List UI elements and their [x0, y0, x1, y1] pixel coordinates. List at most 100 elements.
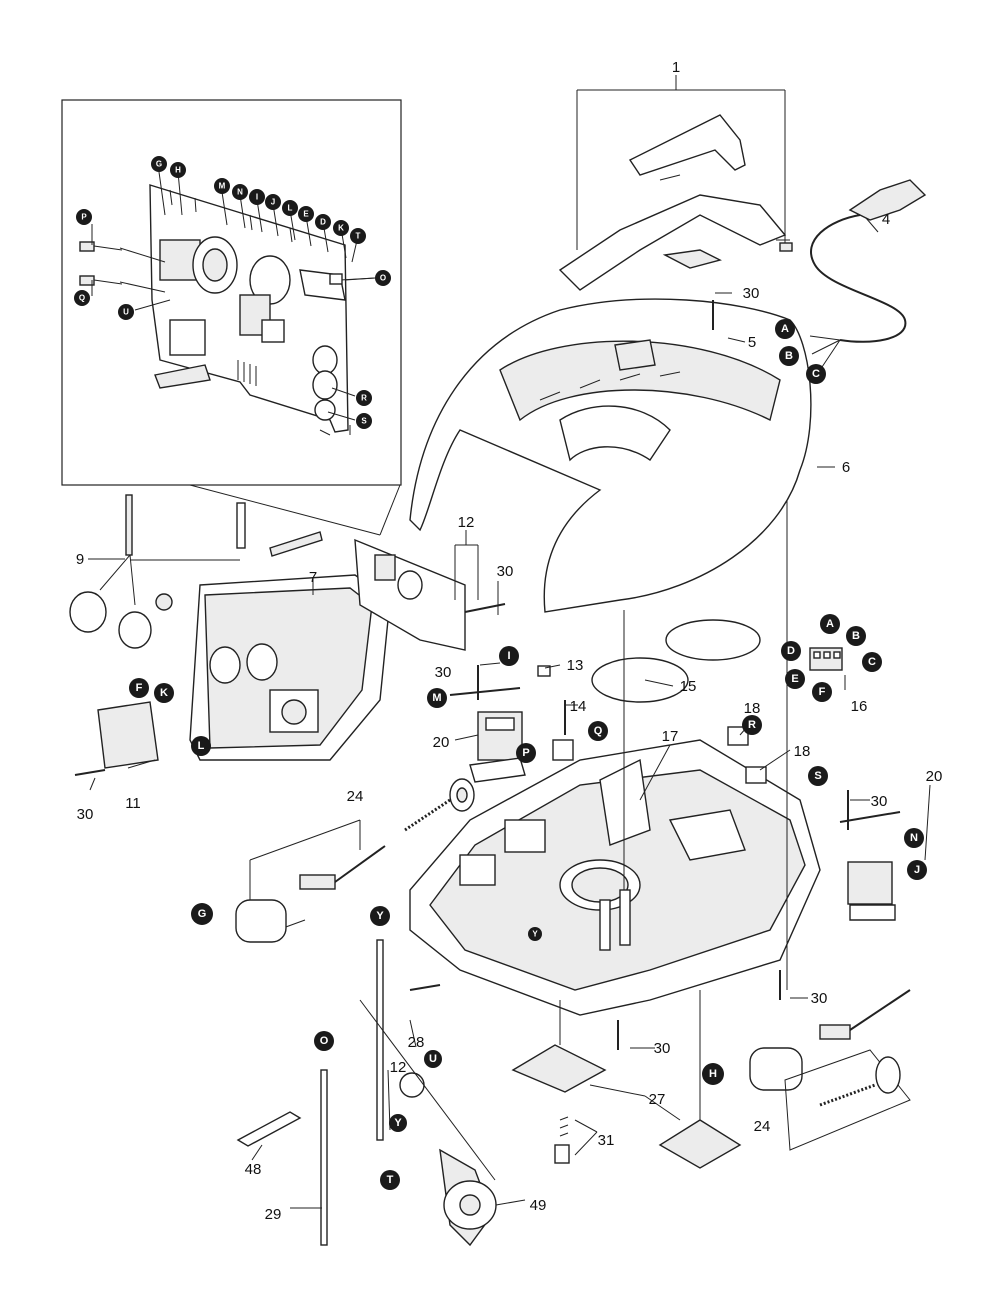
badge-18-S: S: [808, 766, 828, 786]
part-label-5: 5: [748, 334, 756, 351]
part-label-17: 17: [662, 728, 679, 745]
badge-inset-P: P: [76, 209, 92, 225]
part-label-15: 15: [680, 678, 697, 695]
badge-cord-B: B: [779, 346, 799, 366]
badge-cord-A: A: [775, 319, 795, 339]
part-label-18a: 18: [744, 700, 761, 717]
part-label-30b: 30: [497, 563, 514, 580]
svg-text:Y: Y: [532, 930, 538, 939]
badge-inset-Q: Q: [74, 290, 90, 306]
part-label-30g: 30: [654, 1040, 671, 1057]
part-label-14: 14: [570, 698, 587, 715]
badge-inset-T: T: [350, 228, 366, 244]
badge-inset-N: N: [232, 184, 248, 200]
badge-valve-G: G: [191, 903, 213, 925]
solenoid-valves: [235, 778, 911, 1151]
svg-text:K: K: [338, 224, 344, 233]
badge-therm-Y: Y: [389, 1114, 407, 1132]
svg-text:T: T: [387, 1174, 394, 1186]
part-label-31: 31: [598, 1132, 615, 1149]
svg-text:R: R: [748, 719, 756, 731]
svg-text:A: A: [781, 323, 789, 335]
part-label-30f: 30: [811, 990, 828, 1007]
top-cover: [409, 298, 812, 613]
svg-text:Q: Q: [594, 725, 603, 737]
svg-text:U: U: [123, 308, 129, 317]
part-label-12a: 12: [458, 514, 475, 531]
badge-term-E: E: [785, 669, 805, 689]
part-label-13: 13: [567, 657, 584, 674]
svg-text:R: R: [361, 394, 367, 403]
part-label-30e: 30: [871, 793, 888, 810]
svg-text:D: D: [787, 645, 795, 657]
svg-text:N: N: [910, 832, 918, 844]
svg-text:K: K: [160, 687, 168, 699]
badge-inset-L: L: [282, 200, 298, 216]
part-label-7: 7: [309, 569, 317, 586]
svg-text:E: E: [303, 210, 309, 219]
part-label-18b: 18: [794, 743, 811, 760]
badge-inset-E: E: [298, 206, 314, 222]
svg-text:Q: Q: [79, 294, 85, 303]
part-label-27: 27: [649, 1091, 666, 1108]
svg-text:L: L: [288, 204, 293, 213]
part-label-1: 1: [672, 59, 680, 76]
svg-text:G: G: [198, 908, 207, 920]
badge-coil-J: J: [907, 860, 927, 880]
svg-text:U: U: [429, 1053, 437, 1065]
svg-text:F: F: [819, 686, 826, 698]
terminal-block: [809, 647, 843, 671]
svg-text:L: L: [198, 740, 205, 752]
svg-text:S: S: [361, 417, 367, 426]
badge-inset-D: D: [315, 214, 331, 230]
badge-panel-K: K: [154, 683, 174, 703]
badge-inset-H: H: [170, 162, 186, 178]
pcb-detail-inset: [61, 99, 402, 536]
badge-panel-F: F: [129, 678, 149, 698]
part-label-48: 48: [245, 1161, 262, 1178]
svg-text:M: M: [219, 182, 226, 191]
part-number-labels: 1 4 5 6 7 9 11 12 12 13 14 15 16 17 18 1…: [76, 59, 943, 1223]
svg-text:J: J: [271, 198, 275, 207]
part-label-20b: 20: [926, 768, 943, 785]
badge-rod-O: O: [314, 1031, 334, 1051]
svg-text:H: H: [709, 1068, 717, 1080]
part-label-24a: 24: [347, 788, 364, 805]
part-label-6: 6: [842, 459, 850, 476]
bottom-parts: [236, 300, 849, 1247]
svg-text:C: C: [812, 368, 820, 380]
power-cord: [809, 179, 927, 371]
badge-coil-N: N: [904, 828, 924, 848]
svg-text:C: C: [868, 656, 876, 668]
svg-text:F: F: [136, 682, 143, 694]
part-label-28: 28: [408, 1034, 425, 1051]
badge-coil-I: I: [499, 646, 519, 666]
badge-inset-O: O: [375, 270, 391, 286]
part-label-9: 9: [76, 551, 84, 568]
badge-term-B: B: [846, 626, 866, 646]
svg-text:M: M: [432, 692, 441, 704]
svg-text:D: D: [320, 218, 326, 227]
svg-text:H: H: [175, 166, 181, 175]
svg-text:N: N: [237, 188, 243, 197]
base-housing: [409, 739, 821, 1016]
svg-text:S: S: [814, 770, 821, 782]
badge-coil-M: M: [427, 688, 447, 708]
svg-text:A: A: [826, 618, 834, 630]
filter-seals: [591, 619, 761, 703]
badge-inset-M: M: [214, 178, 230, 194]
svg-text:T: T: [356, 232, 361, 241]
badge-inset-G: G: [151, 156, 167, 172]
svg-text:O: O: [380, 274, 386, 283]
badge-inset-I: I: [249, 189, 265, 205]
badge-panel-L: L: [191, 736, 211, 756]
part-label-12b: 12: [390, 1059, 407, 1076]
svg-text:B: B: [852, 630, 860, 642]
badge-inset-R: R: [356, 390, 372, 406]
part-label-29: 29: [265, 1206, 282, 1223]
badge-18-R: R: [742, 715, 762, 735]
svg-text:Y: Y: [394, 1117, 402, 1129]
pcb-assembly: [354, 530, 506, 651]
badge-inset-K: K: [333, 220, 349, 236]
